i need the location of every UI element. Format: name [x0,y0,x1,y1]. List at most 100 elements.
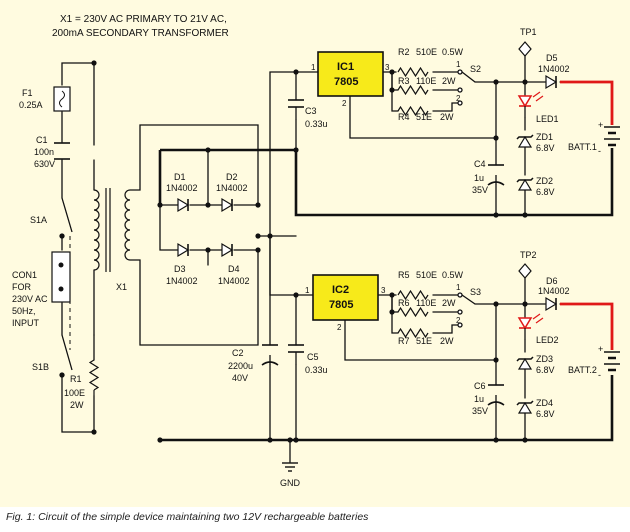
label-c2-volt: 40V [232,373,248,383]
label-s2-pos1: 1 [456,60,461,69]
zener-zd3 [516,356,534,370]
switch-s2 [457,69,476,106]
label-r1: R1 [70,374,82,384]
label-c1-volt: 630V [34,159,55,169]
transformer-x1 [93,188,131,272]
label-c4: C4 [474,159,486,169]
led-1 [517,91,544,108]
label-d3: D3 [174,264,186,274]
battery-2 [604,351,620,372]
label-con1-4: 50Hz, [12,306,36,316]
label-ic2-pin1: 1 [305,286,310,295]
label-r3-val: 110E [416,76,436,86]
resistor-r2 [397,67,429,77]
label-s3-pos2: 2 [456,316,461,325]
label-d3-val: 1N4002 [166,276,198,286]
battery-1 [604,126,620,147]
diode-d4 [221,243,233,257]
label-ic1-pin2: 2 [342,99,347,108]
label-ic2-pin2: 2 [337,323,342,332]
label-con1-5: INPUT [12,318,40,328]
label-c3: C3 [305,106,317,116]
header-line-1: X1 = 230V AC PRIMARY TO 21V AC, [60,14,227,25]
label-ic1-pin3: 3 [385,63,390,72]
label-d5: D5 [546,53,558,63]
label-zd1-val: 6.8V [536,143,555,153]
label-tp2: TP2 [520,250,537,260]
label-c5-val: 0.33u [305,365,328,375]
circuit-schematic: X1 = 230V AC PRIMARY TO 21V AC, 200mA SE… [12,14,620,488]
label-zd4-val: 6.8V [536,409,555,419]
zener-zd4 [516,400,534,414]
label-d6: D6 [546,276,558,286]
connector-con1 [51,251,71,303]
label-gnd: GND [280,478,301,488]
regulator-ic1 [317,51,384,97]
label-f1: F1 [22,88,33,98]
label-led1: LED1 [536,114,559,124]
label-c2: C2 [232,348,244,358]
label-s3-pos1: 1 [456,283,461,292]
switch-s1b [59,334,73,378]
label-c3-val: 0.33u [305,119,328,129]
label-ic2-type: 7805 [329,299,353,311]
label-r6-watt: 2W [442,298,456,308]
label-zd3: ZD3 [536,354,553,364]
led-2 [517,313,544,330]
capacitor-c5 [288,344,304,353]
zener-zd2 [516,177,534,191]
capacitor-c1 [54,142,70,160]
diode-d5 [545,75,557,89]
label-r4-val: 51E [416,112,432,122]
label-c6: C6 [474,381,486,391]
test-point-tp2 [518,263,532,279]
label-s2: S2 [470,64,481,74]
label-zd4: ZD4 [536,398,553,408]
switch-s3 [457,292,476,328]
ground-symbol [282,462,298,472]
label-s1b: S1B [32,362,49,372]
label-r6-val: 110E [416,298,436,308]
label-zd1: ZD1 [536,132,553,142]
label-ic2: IC2 [332,284,349,296]
label-d4-val: 1N4002 [218,276,250,286]
label-zd2-val: 6.8V [536,187,555,197]
label-zd2: ZD2 [536,176,553,186]
diode-d2 [221,198,233,212]
label-ic1-type: 7805 [334,76,358,88]
label-c5: C5 [307,352,319,362]
label-r1-watt: 2W [70,400,84,410]
label-d1-val: 1N4002 [166,183,198,193]
label-r7-val: 51E [416,336,432,346]
label-r7: R7 [398,336,410,346]
label-d2-val: 1N4002 [216,183,248,193]
zener-zd1 [516,134,534,148]
label-led2: LED2 [536,335,559,345]
switch-s1a [59,197,73,239]
figure-caption: Fig. 1: Circuit of the simple device mai… [6,511,369,523]
label-r2-watt: 0.5W [442,47,464,57]
label-c1-val: 100n [34,147,54,157]
label-ic2-pin3: 3 [381,286,386,295]
label-d2: D2 [226,172,238,182]
label-x1: X1 [116,282,127,292]
resistor-r3 [397,85,429,95]
label-d6-val: 1N4002 [538,286,570,296]
label-con1-1: CON1 [12,270,37,280]
resistor-r1 [89,359,99,391]
label-r3: R3 [398,76,410,86]
label-batt2-minus: - [598,370,601,380]
test-point-tp1 [518,41,532,57]
label-r4-watt: 2W [440,112,454,122]
label-s2-pos2: 2 [456,94,461,103]
label-batt1-plus: + [598,120,603,130]
label-r5-val: 510E [416,270,437,280]
label-r5-watt: 0.5W [442,270,464,280]
regulator-ic2 [312,274,379,321]
label-s3: S3 [470,287,481,297]
label-batt2-plus: + [598,344,603,354]
label-c2-val: 2200u [228,361,253,371]
label-d4: D4 [228,264,240,274]
label-r2: R2 [398,47,410,57]
diode-d6 [545,297,557,311]
